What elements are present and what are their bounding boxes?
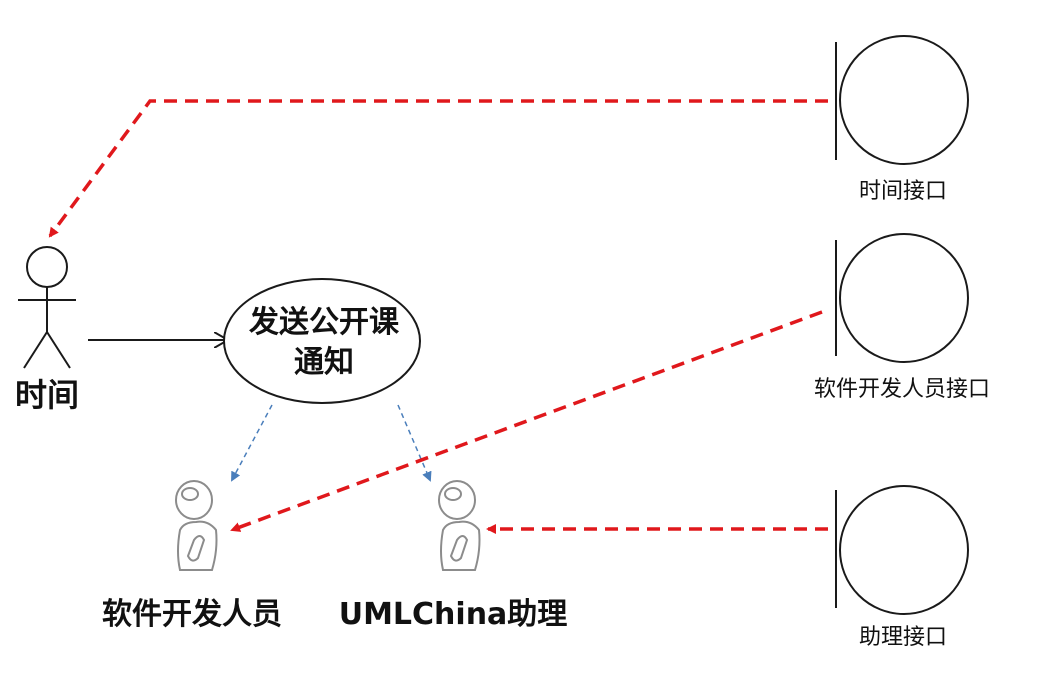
boundary-icon xyxy=(835,233,969,363)
role-assistant-label: UMLChina助理 xyxy=(339,597,568,632)
boundary-time-label: 时间接口 xyxy=(859,179,947,204)
robot-icon xyxy=(438,480,481,571)
dependency-arrow-developer xyxy=(231,404,273,482)
use-case-label-line2: 通知 xyxy=(294,345,354,380)
red-arrow-time-interface xyxy=(48,99,828,238)
robot-icon xyxy=(175,480,218,571)
boundary-assistant-label: 助理接口 xyxy=(859,625,947,650)
dependency-arrow-assistant xyxy=(397,404,432,482)
boundary-developer-label: 软件开发人员接口 xyxy=(814,377,990,402)
use-case-label-line1: 发送公开课 xyxy=(248,305,400,340)
use-case-ellipse xyxy=(223,278,421,404)
actor-time-label: 时间 xyxy=(15,376,79,414)
role-developer-label: 软件开发人员 xyxy=(102,597,282,632)
boundary-icon xyxy=(835,35,969,165)
boundary-icon xyxy=(835,485,969,615)
actor-time-icon xyxy=(18,246,76,369)
